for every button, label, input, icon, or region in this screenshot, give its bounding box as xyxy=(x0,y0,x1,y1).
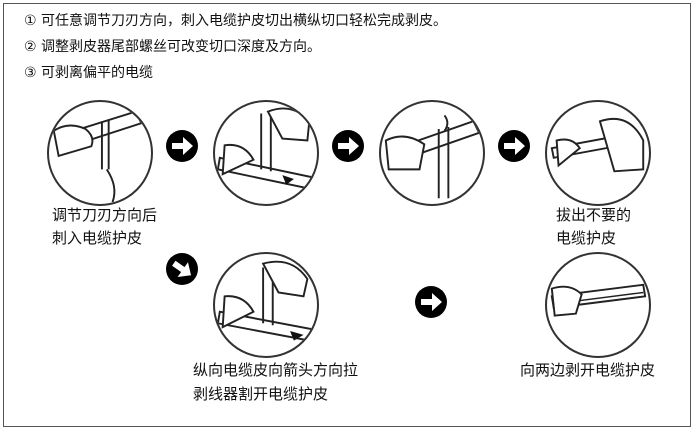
step-1-illustration xyxy=(47,100,153,206)
step-5-caption-line1: 纵向电缆皮向箭头方向拉 xyxy=(193,359,358,382)
step-5-caption-line2: 剥线器割开电缆护皮 xyxy=(193,383,328,406)
step-1-caption-line1: 调节刀刃方向后 xyxy=(52,204,157,227)
instruction-3: ③ 可剥离偏平的电缆 xyxy=(24,64,153,82)
step-4-caption-line2: 电缆护皮 xyxy=(556,227,616,250)
step-4-caption-line1: 拔出不要的 xyxy=(556,204,631,227)
step-6-illustration xyxy=(545,252,651,358)
step-1-caption-line2: 刺入电缆护皮 xyxy=(52,227,142,250)
step-2-illustration xyxy=(213,100,319,206)
right-arrow-icon xyxy=(497,129,531,163)
step-6-caption-line1: 向两边剥开电缆护皮 xyxy=(520,359,655,382)
instruction-1: ① 可任意调节刀刃方向，刺入电缆护皮切出横纵切口轻松完成剥皮。 xyxy=(24,12,447,30)
step-4-illustration xyxy=(545,100,651,206)
step-3-illustration xyxy=(379,100,485,206)
step-5-illustration xyxy=(213,252,319,358)
right-arrow-icon xyxy=(165,129,199,163)
right-arrow-icon xyxy=(331,129,365,163)
instruction-2: ② 调整剥皮器尾部螺丝可改变切口深度及方向。 xyxy=(24,38,321,56)
down-right-arrow-icon xyxy=(165,252,199,286)
right-arrow-icon xyxy=(414,285,448,319)
